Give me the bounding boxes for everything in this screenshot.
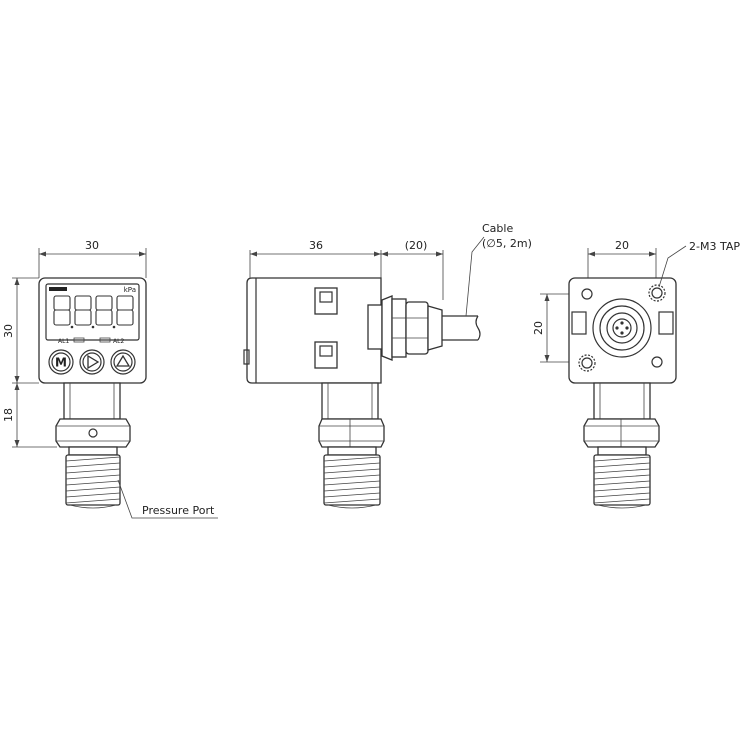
m3-tap-top-right <box>648 284 666 302</box>
m3-tap-bottom-left <box>578 354 596 372</box>
cable-length-label: (20) <box>405 239 428 252</box>
side-width-dimension: 36 <box>250 239 381 257</box>
cable-leader <box>465 236 485 317</box>
connector-block <box>367 304 383 350</box>
rear-width-label: 20 <box>615 239 629 252</box>
front-height-label: 30 <box>2 324 15 338</box>
alarm2-led <box>99 337 111 343</box>
tap-label: 2-M3 TAP <box>689 240 740 253</box>
rear-connector <box>592 298 652 358</box>
cable-label: Cable <box>482 222 513 235</box>
up-arrow-button <box>110 349 136 375</box>
rear-right-slot <box>658 311 674 335</box>
side-housing <box>246 277 382 384</box>
side-stem <box>321 382 379 420</box>
mount-hole-top-left <box>581 288 593 300</box>
rear-thread-collar <box>597 446 647 456</box>
up-triangle-icon <box>115 354 131 367</box>
side-width-label: 36 <box>309 239 323 252</box>
nut-hole <box>88 428 98 438</box>
pressure-port-label: Pressure Port <box>142 504 215 517</box>
mode-button: M <box>48 349 74 375</box>
rear-height-label: 20 <box>532 321 545 335</box>
side-view: 36 (20) <box>243 222 532 509</box>
front-stem <box>63 382 121 420</box>
front-height-dimension: 30 <box>2 278 20 383</box>
mount-hole-bottom-right <box>651 356 663 368</box>
front-port-dimension: 18 <box>2 383 20 447</box>
digit-3 <box>95 295 113 326</box>
play-icon <box>87 354 100 370</box>
seven-segment-display <box>53 295 134 329</box>
side-thread <box>323 454 381 509</box>
front-width-label: 30 <box>85 239 99 252</box>
cable-length-dimension: (20) <box>381 239 443 257</box>
pressure-port-leader <box>117 479 218 519</box>
unit-label: kPa <box>124 286 136 294</box>
side-thread-collar <box>327 446 377 456</box>
side-front-tab <box>243 349 250 365</box>
rear-left-slot <box>571 311 587 335</box>
brand-logo <box>49 287 67 291</box>
digit-1 <box>53 295 71 326</box>
display-window <box>45 283 140 341</box>
alarm1-led <box>73 337 85 343</box>
digit-2 <box>74 295 92 326</box>
cable-spec-label: (∅5, 2m) <box>482 237 532 250</box>
mode-button-label: M <box>55 356 67 370</box>
side-hex-nut <box>318 418 385 448</box>
rear-width-dimension: 20 <box>588 239 656 257</box>
rear-thread <box>593 454 651 509</box>
cable-gland <box>381 295 443 361</box>
alarm2-label: AL2 <box>113 338 124 345</box>
rear-hex-nut <box>583 418 660 448</box>
rear-stem <box>593 382 651 420</box>
front-view: 30 30 18 kPa <box>2 239 218 519</box>
front-hex-nut <box>55 418 131 448</box>
rear-height-dimension: 20 <box>532 294 550 362</box>
front-thread-collar <box>68 446 118 456</box>
front-width-dimension: 30 <box>39 239 146 257</box>
right-arrow-button <box>79 349 105 375</box>
tap-leader <box>658 245 687 288</box>
alarm1-label: AL1 <box>58 338 69 345</box>
front-port-height-label: 18 <box>2 408 15 422</box>
rear-view: 20 20 2-M3 TAP <box>532 239 740 509</box>
front-thread <box>65 454 121 509</box>
cable <box>442 315 481 341</box>
digit-4 <box>116 295 134 326</box>
